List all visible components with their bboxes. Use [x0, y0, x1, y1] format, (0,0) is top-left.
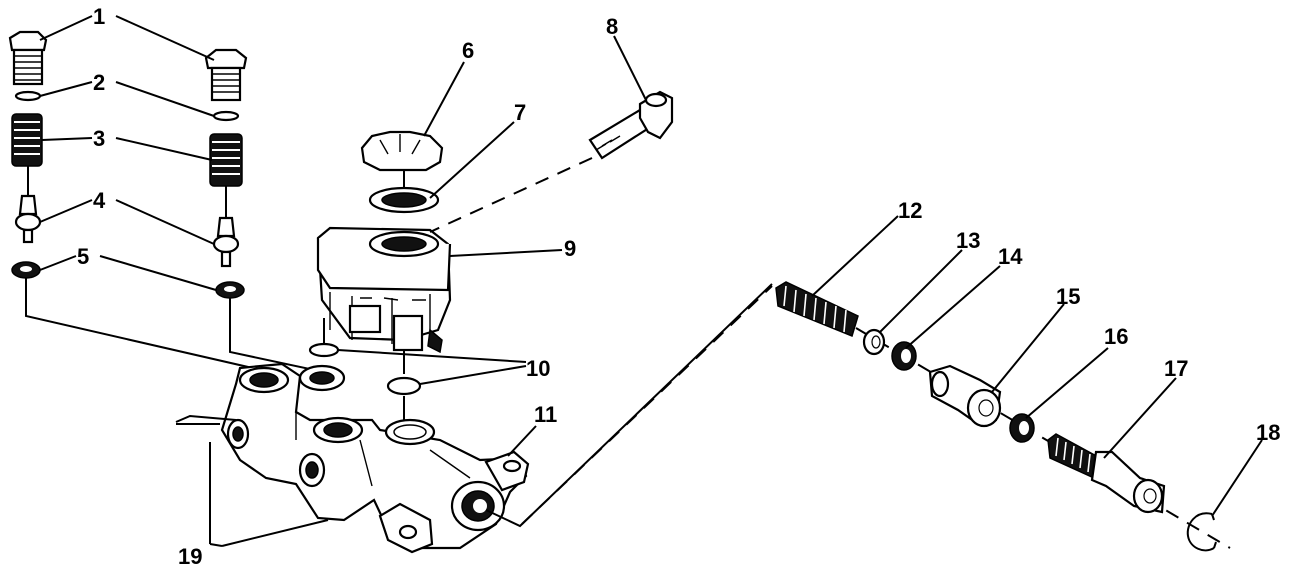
secondary-piston: [928, 364, 1002, 428]
callout-10: 10: [526, 356, 550, 381]
callout-13: 13: [956, 228, 980, 253]
valve-cap-left: [8, 30, 48, 52]
bolt: [588, 90, 674, 160]
grommet-left: [308, 342, 340, 358]
piston-spring: [775, 281, 859, 338]
callout-19: 19: [178, 544, 202, 569]
valve-cap-threads-right: [210, 66, 242, 102]
callout-8: 8: [606, 14, 618, 39]
valve-poppet-right: [216, 216, 236, 238]
callout-11: 11: [534, 402, 557, 427]
valve-cap-right: [204, 48, 248, 70]
callout-12: 12: [898, 198, 922, 223]
retaining-ring: [1186, 512, 1217, 552]
callout-18: 18: [1256, 420, 1280, 445]
callout-3: 3: [93, 126, 105, 151]
piston-seal: [1009, 413, 1035, 443]
master-cylinder-body: [220, 362, 530, 554]
primary-piston-assembly: [1047, 433, 1166, 514]
left-valve-stack: [8, 30, 48, 308]
reservoir-cap: [360, 130, 444, 172]
callout-17: 17: [1164, 356, 1188, 381]
cup-seal: [891, 341, 917, 371]
right-valve-stack: [204, 48, 248, 340]
leader-lines: [39, 15, 1263, 547]
valve-cap-threads-left: [12, 48, 44, 86]
callout-14: 14: [998, 244, 1023, 269]
callout-7: 7: [514, 100, 526, 125]
callout-9: 9: [564, 236, 576, 261]
reservoir-diaphragm: [368, 170, 440, 214]
callout-15: 15: [1056, 284, 1080, 309]
oring-left: [14, 90, 42, 102]
grommet-right: [386, 376, 422, 396]
callout-6: 6: [462, 38, 474, 63]
callout-5: 5: [77, 244, 89, 269]
callout-2: 2: [93, 70, 105, 95]
valve-poppet-left: [18, 194, 38, 216]
callout-1: 1: [93, 4, 105, 29]
reservoir: [316, 226, 452, 354]
callout-4: 4: [93, 188, 106, 213]
oring-right: [212, 110, 240, 122]
spring-retainer: [862, 328, 886, 356]
callout-16: 16: [1104, 324, 1128, 349]
